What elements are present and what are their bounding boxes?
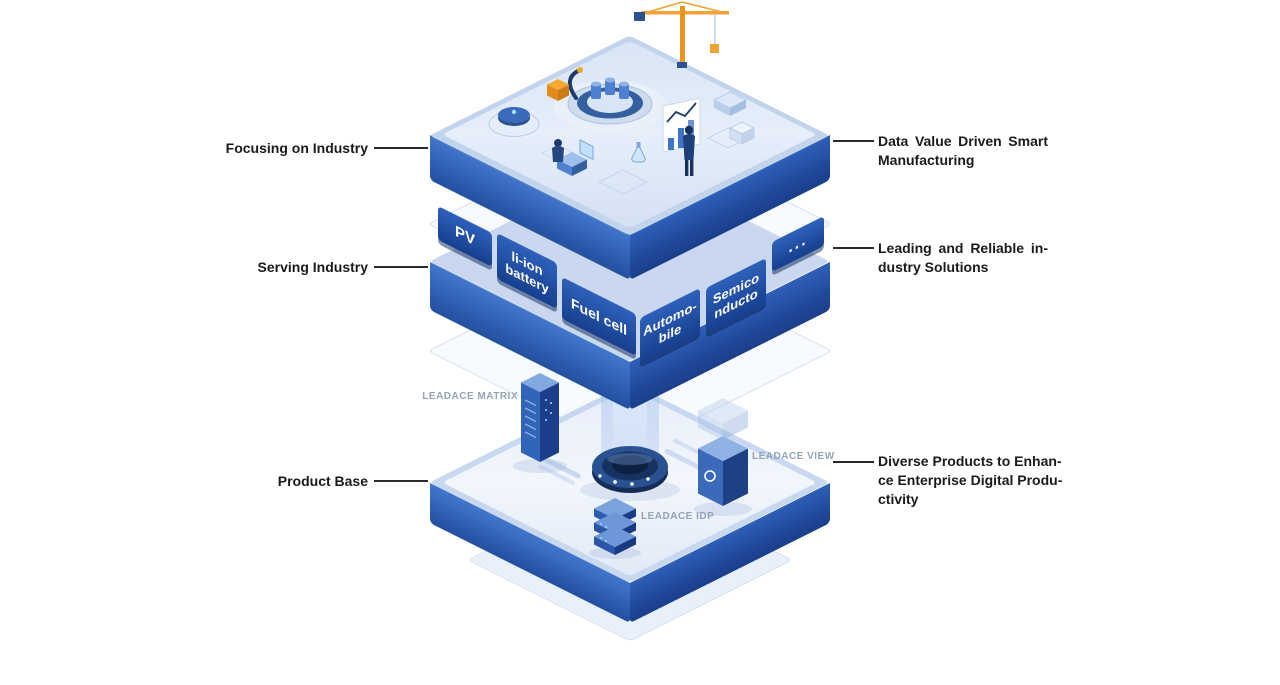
smart-factory-scene: [488, 1, 756, 195]
label-line: Data Value Driven Smart: [878, 133, 1048, 149]
label-diverse-products: Diverse Products to Enhan- ce Enterprise…: [878, 452, 1063, 509]
crate-icon: [728, 121, 756, 145]
label-industry-solutions: Leading and Reliable in- dustry Solution…: [878, 239, 1048, 277]
connector-line: [374, 147, 428, 149]
orange-crate-icon: [547, 79, 569, 101]
label-line: dustry Solutions: [878, 259, 989, 275]
label-line: Manufacturing: [878, 152, 975, 168]
label-line: ctivity: [878, 491, 919, 507]
turntable-machine-icon: [554, 67, 666, 132]
flask-icon: [631, 142, 646, 163]
connector-line: [833, 247, 874, 249]
analytics-board-icon: [662, 97, 701, 153]
label-smart-manufacturing: Data Value Driven Smart Manufacturing: [878, 132, 1048, 170]
crane-icon: [634, 1, 729, 68]
connector-line: [374, 480, 428, 482]
connector-line: [374, 266, 428, 268]
product-base-scene: [513, 373, 752, 559]
machine-icon: [712, 91, 748, 116]
label-leadace-idp: LEADACE IDP: [641, 511, 715, 522]
label-line: Leading and Reliable in-: [878, 240, 1048, 256]
label-line: ce Enterprise Digital Produ-: [878, 472, 1063, 488]
leadace-idp-stack: [594, 498, 636, 555]
connector-line: [833, 140, 874, 142]
label-leadace-matrix: LEADACE MATRIX: [422, 391, 518, 402]
label-focusing-on-industry: Focusing on Industry: [225, 140, 368, 156]
connector-line: [833, 461, 874, 463]
person-icon: [683, 125, 695, 176]
hub-disk: [592, 446, 668, 493]
ghost-device: [698, 398, 748, 440]
agv-robot-icon: [488, 107, 540, 137]
leadace-matrix-tower: [521, 373, 559, 462]
worker-console-icon: [552, 139, 594, 176]
label-serving-industry: Serving Industry: [257, 259, 368, 275]
label-leadace-view: LEADACE VIEW: [752, 451, 835, 462]
label-product-base: Product Base: [277, 473, 368, 489]
leadace-view-box: [698, 436, 748, 506]
label-line: Diverse Products to Enhan-: [878, 453, 1062, 469]
